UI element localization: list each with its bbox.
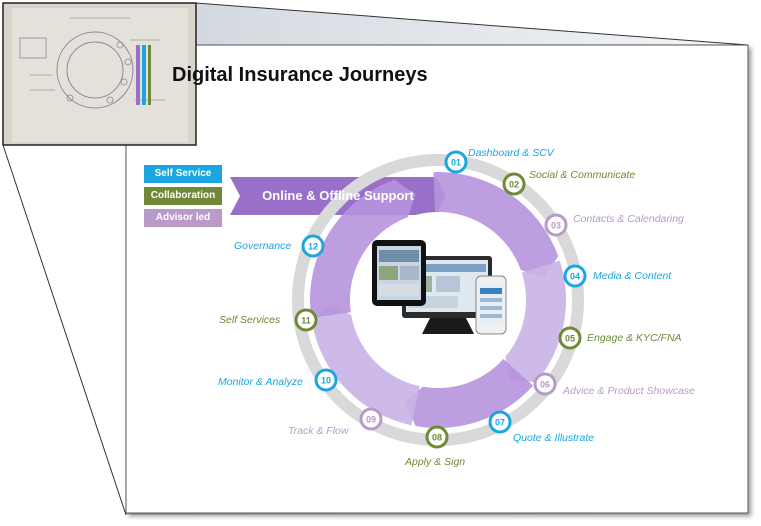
step-badge-05 <box>558 326 582 350</box>
legend-advisor-led: Advisor led <box>144 209 222 227</box>
banner-label: Online & Offline Support <box>262 188 414 203</box>
step-badge-11 <box>294 308 318 332</box>
accent-bar-1 <box>136 45 140 105</box>
legend-self-service: Self Service <box>144 165 222 183</box>
step-badge-09 <box>359 407 383 431</box>
ring-segment-1 <box>433 172 559 278</box>
step-number-03: 03 <box>551 221 561 231</box>
step-label-08: Apply & Sign <box>405 456 466 468</box>
ring-segment-4 <box>311 303 420 426</box>
step-number-05: 05 <box>565 334 575 344</box>
step-badge-02 <box>502 172 526 196</box>
step-badge-03 <box>544 213 568 237</box>
ring-segment-5 <box>310 179 416 318</box>
step-number-02: 02 <box>509 180 519 190</box>
step-label-12: Governance <box>234 240 292 252</box>
ring-segment-2 <box>505 260 566 383</box>
step-label-02: Social & Communicate <box>529 169 636 181</box>
step-label-10: Monitor & Analyze <box>218 376 303 388</box>
step-number-12: 12 <box>308 242 318 252</box>
step-number-10: 10 <box>321 376 331 386</box>
sketch-thumbnail-icon <box>2 2 197 146</box>
step-label-06: Advice & Product Showcase <box>563 385 695 397</box>
step-badge-04 <box>563 264 587 288</box>
step-number-04: 04 <box>570 272 580 282</box>
step-number-11: 11 <box>301 316 311 326</box>
step-label-05: Engage & KYC/FNA <box>587 332 682 344</box>
step-label-11: Self Services <box>219 314 281 326</box>
page-title: Digital Insurance Journeys <box>172 64 428 86</box>
step-number-01: 01 <box>451 158 461 168</box>
step-number-09: 09 <box>366 415 376 425</box>
step-label-01: Dashboard & SCV <box>468 147 554 159</box>
step-number-08: 08 <box>432 433 442 443</box>
step-badge-12 <box>301 234 325 258</box>
accent-bar-3 <box>148 45 151 105</box>
step-label-07: Quote & Illustrate <box>513 432 595 444</box>
step-label-04: Media & Content <box>593 270 672 282</box>
step-badge-10 <box>314 368 338 392</box>
devices-icon <box>372 240 507 335</box>
accent-bar-2 <box>142 45 146 105</box>
funnel-edge-upper <box>195 2 749 46</box>
legend-collaboration: Collaboration <box>144 187 222 205</box>
step-badge-06 <box>533 372 557 396</box>
funnel-edge-lower <box>2 144 127 516</box>
step-label-03: Contacts & Calendaring <box>573 213 684 225</box>
step-number-06: 06 <box>540 380 550 390</box>
step-badge-01 <box>444 150 468 174</box>
step-number-07: 07 <box>495 418 505 428</box>
step-badge-07 <box>488 410 512 434</box>
step-label-09: Track & Flow <box>288 425 349 437</box>
step-badge-08 <box>425 425 449 449</box>
